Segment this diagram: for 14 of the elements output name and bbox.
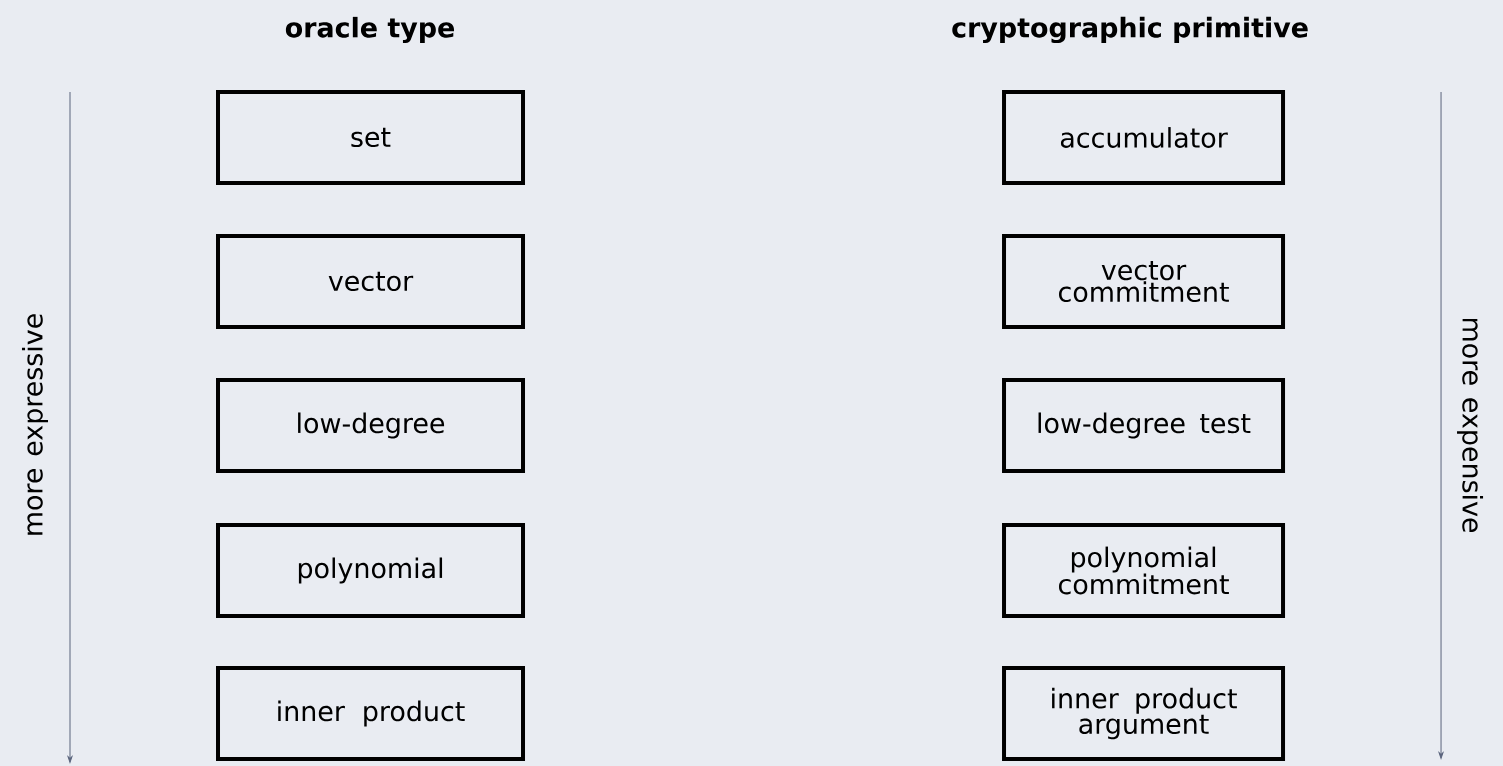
text-box: set (216, 90, 525, 185)
axis-label: more expensive (1457, 318, 1484, 533)
text-box: polynomial (216, 523, 525, 618)
text-box: vector commitment (1002, 234, 1286, 329)
text-box: polynomial commitment (1002, 523, 1286, 618)
text-box: accumulator (1002, 90, 1286, 185)
column-heading: cryptographic primitive (952, 16, 1308, 44)
axis-label: more expressive (22, 314, 48, 535)
text-box: low-degree (216, 378, 525, 473)
text-box: inner product (216, 666, 525, 761)
text-box: vector (216, 234, 525, 329)
column-heading: oracle type (285, 16, 454, 44)
text-box: inner product argument (1002, 666, 1286, 761)
text-box: low-degree test (1002, 378, 1286, 473)
